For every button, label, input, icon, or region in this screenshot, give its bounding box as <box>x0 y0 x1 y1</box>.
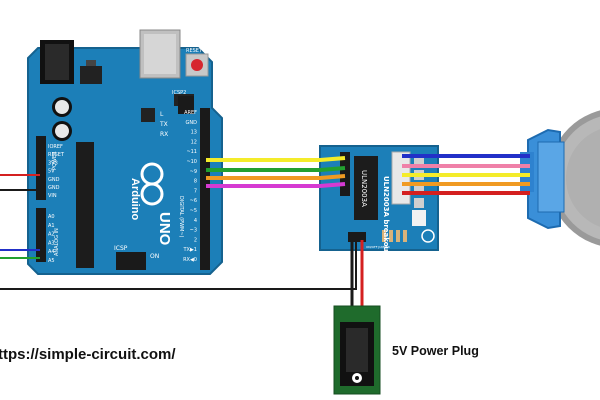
uln2003-driver-board <box>319 145 439 251</box>
analog-pin-label: A1 <box>48 223 55 229</box>
digital-header <box>200 108 210 270</box>
driver-input-header <box>340 152 350 196</box>
digital-pin-label: GND <box>186 120 198 126</box>
digital-pin-label: ~11 <box>186 149 197 155</box>
icsp2-label: ICSP2 <box>172 90 186 96</box>
left-wires <box>0 174 357 290</box>
analog-header <box>36 208 46 262</box>
uno-model-text: UNO <box>156 212 173 246</box>
digital-pin-label: ~3 <box>190 228 197 234</box>
power-pin-label: GND <box>48 185 60 191</box>
uln2003-chip <box>354 156 378 220</box>
power-pin-label: RESET <box>48 152 65 158</box>
digital-pin-label: 7 <box>194 188 197 194</box>
led-label: RX <box>160 131 168 138</box>
driver-chip-label: ULN2003A <box>360 170 368 207</box>
icsp-label: ICSP <box>114 245 128 252</box>
led-label: TX <box>159 121 168 128</box>
power-pin-label: 5V <box>48 169 55 175</box>
analog-pin-label: A3 <box>48 240 55 246</box>
power-header-label: POWER <box>52 151 58 170</box>
digital-pin-label: 8 <box>194 179 197 185</box>
jumper-label: ON/OFF JUMPER <box>366 245 390 249</box>
arduino-uno-board <box>27 29 223 275</box>
signal-wires <box>206 156 346 188</box>
analog-header-label: ANALOG IN <box>54 228 60 256</box>
digital-pin-label: ~9 <box>190 169 197 175</box>
power-pin-labels: IOREF RESET 3V3 5V GND GND VIN <box>48 144 65 199</box>
wire-orange-signal <box>206 174 346 180</box>
stepper-motor <box>520 110 600 246</box>
analog-pin-label: A2 <box>48 232 55 238</box>
wire-black-ground-bus <box>0 240 357 290</box>
dc-power-jack-module <box>333 305 381 395</box>
analog-pin-label: A4 <box>48 249 55 255</box>
digital-pin-labels: AREF GND 13 12 ~11 ~10 ~9 8 7 ~6 ~5 4 ~3 2TX▶1RX◀0 <box>182 110 197 263</box>
motor-wires <box>402 154 530 195</box>
reset-label: RESET <box>186 48 203 54</box>
led-labels: L TX RX <box>159 111 168 138</box>
driver-board-label: ULN2003A breakout <box>382 176 390 256</box>
digital-header-label: DIGITAL (PWM~) <box>178 196 184 238</box>
wire-green-signal <box>206 166 346 172</box>
power-pin-label: IOREF <box>48 144 63 150</box>
led-label: L <box>160 111 164 118</box>
digital-pin-label: 2 <box>194 237 197 243</box>
power-wires <box>350 240 364 318</box>
digital-pin-label: AREF <box>184 110 197 116</box>
arduino-brand-text: Arduino <box>129 178 141 220</box>
digital-pin-label: 13 <box>191 130 197 136</box>
power-pin-label: 3V3 <box>48 160 58 166</box>
power-pin-label: VIN <box>48 193 57 199</box>
wire-yellow-signal <box>206 156 346 162</box>
digital-pin-label: RX◀0 <box>183 257 197 263</box>
digital-pin-label: 12 <box>191 139 197 145</box>
digital-pin-label: ~5 <box>190 208 197 214</box>
digital-pin-label: 4 <box>194 218 197 224</box>
power-header <box>36 136 46 200</box>
power-pin-label: GND <box>48 177 60 183</box>
digital-pin-label: ~6 <box>190 198 197 204</box>
website-caption: ttps://simple-circuit.com/ <box>0 346 176 363</box>
digital-pin-label: TX▶1 <box>182 247 197 253</box>
analog-pin-label: A5 <box>48 258 55 264</box>
power-plug-caption: 5V Power Plug <box>392 344 479 358</box>
on-led-label: ON <box>150 253 159 260</box>
analog-pin-label: A0 <box>48 214 55 220</box>
digital-pin-label: ~10 <box>186 159 197 165</box>
motor-connector <box>391 151 411 205</box>
driver-power-header <box>348 232 366 242</box>
arduino-logo <box>140 162 164 206</box>
wire-magenta-signal <box>206 182 346 188</box>
microcontroller-chip <box>76 142 94 268</box>
